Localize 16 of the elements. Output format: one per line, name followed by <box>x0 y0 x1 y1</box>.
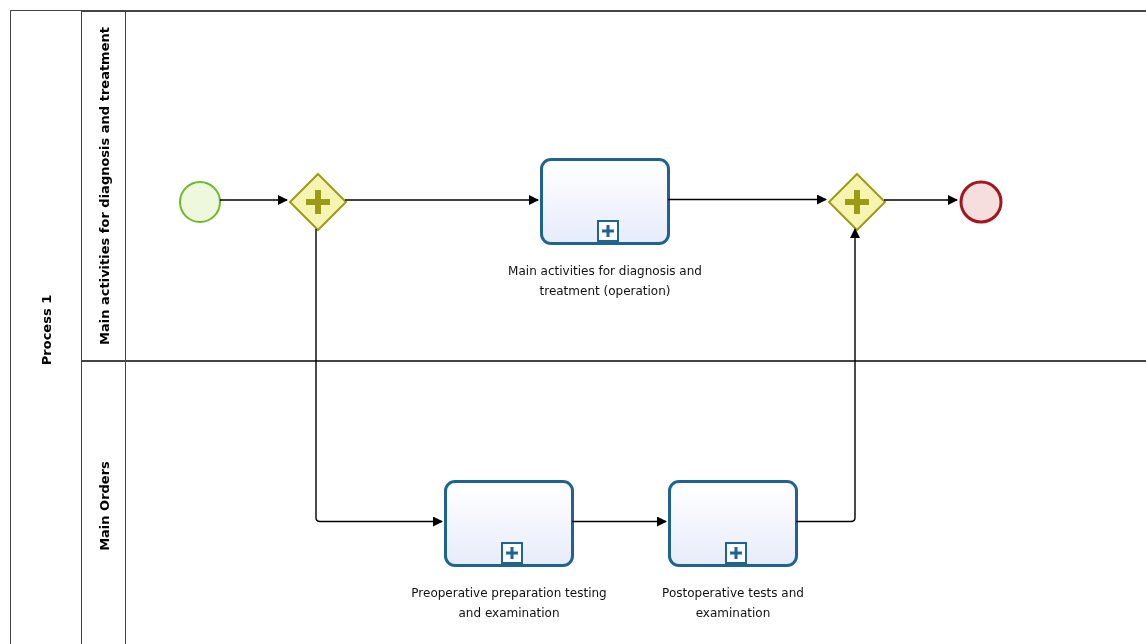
pool <box>10 10 1146 644</box>
sequence-flow-arrow <box>795 228 860 523</box>
task-label: Preoperative preparation testing and examination <box>410 585 608 622</box>
sequence-flow-arrow <box>219 195 288 205</box>
sequence-flow-arrow <box>315 228 443 527</box>
task-label: Main activities for diagnosis and treatment (operation) <box>507 263 703 300</box>
sequence-flow-arrow <box>883 195 958 205</box>
swimlane <box>81 361 1146 644</box>
lane-title: Main Orders <box>96 461 111 551</box>
sequence-flow-arrow <box>571 516 667 527</box>
swimlane <box>81 11 1146 361</box>
pool-title: Process 1 <box>38 294 54 366</box>
sequence-flow-arrow <box>667 194 827 205</box>
task-label: Postoperative tests and examination <box>661 585 805 622</box>
sequence-flow-arrow <box>344 195 539 205</box>
lane-title: Main activities for diagnosis and treatment <box>96 27 111 345</box>
